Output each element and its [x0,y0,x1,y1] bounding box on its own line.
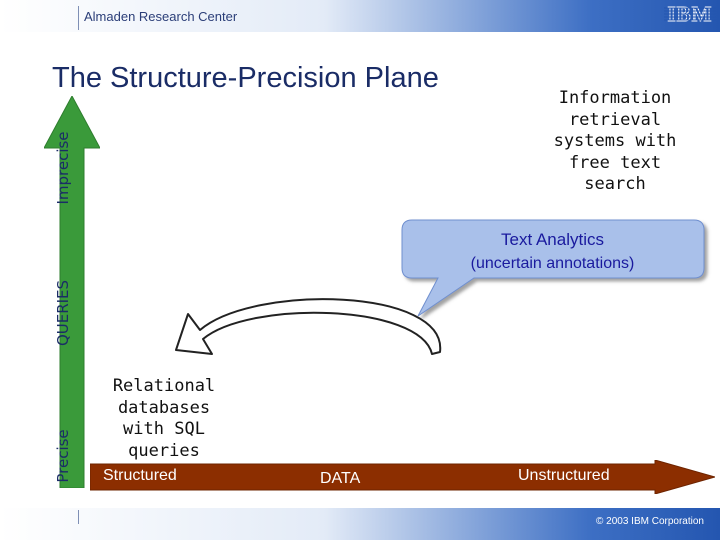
curved-arrow [175,298,442,355]
header-org-name: Almaden Research Center [84,9,238,24]
ir-line: Information [558,88,672,108]
axis-label-data: DATA [320,470,361,487]
axis-label-structured: Structured [103,467,177,484]
data-arrow-shape [90,460,715,494]
ir-line: free text [568,152,662,173]
header-bar [0,0,720,32]
footer-bar [0,508,720,540]
ir-line: retrieval [568,109,662,130]
data-axis-arrow [90,460,715,494]
ir-systems-text: Information retrieval systems with free … [534,88,696,196]
relational-line: queries [128,440,200,461]
slide-title: The Structure-Precision Plane [52,62,439,94]
queries-arrow-shape [44,96,100,488]
callout-subtitle: (uncertain annotations) [470,255,635,272]
text-analytics-bubble [401,219,705,317]
queries-axis-arrow [44,96,100,488]
callout-title: Text Analytics [501,230,604,249]
ir-line: search [584,174,646,194]
footer-divider [78,510,79,524]
relational-line: Relational [112,376,216,396]
footer-copyright: © 2003 IBM Corporation [596,516,704,527]
ir-line: systems with [553,131,677,151]
relational-db-text: Relational databases with SQL queries [96,376,232,462]
relational-line: databases [117,397,211,418]
header-divider [78,6,79,30]
ibm-logo-stripes [664,7,716,21]
relational-line: with SQL [123,419,205,439]
axis-label-unstructured: Unstructured [518,467,610,484]
ibm-logo: IBM [664,3,716,25]
